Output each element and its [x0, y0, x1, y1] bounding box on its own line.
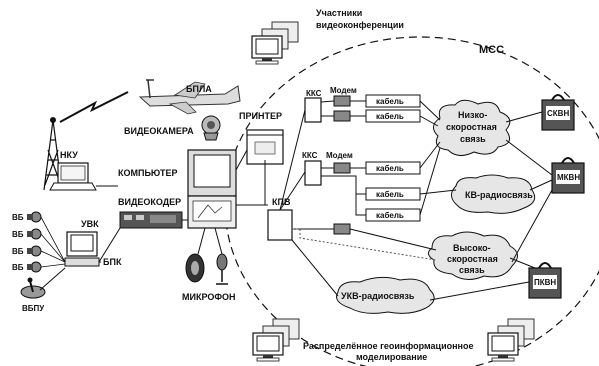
vb-label-4: ВБ	[12, 263, 24, 272]
kpv-device	[267, 209, 293, 241]
bpla-label: БПЛА	[186, 84, 212, 94]
speaker-icon	[185, 253, 205, 283]
high-speed-label-2: скоростная	[447, 254, 498, 264]
kks-label-1: ККС	[306, 89, 322, 98]
videocamera-label: ВИДЕОКАМЕРА	[124, 126, 194, 136]
node-skvn-label: СКВН	[547, 109, 569, 118]
computer-label: КОМПЬЮТЕР	[118, 168, 178, 178]
antenna-tower-icon	[43, 117, 63, 191]
high-speed-label-3: связь	[459, 265, 485, 275]
uvk-label: УВК	[81, 219, 99, 229]
node-pkvn-label: ПКВН	[534, 278, 556, 287]
uvk-monitor-icon	[64, 231, 100, 267]
modem-device-3	[333, 162, 351, 174]
vb-label-2: ВБ	[12, 230, 24, 239]
videocamera-icon	[201, 115, 221, 141]
participant-terminal-bottom-left	[253, 319, 299, 361]
participant-terminal-top	[252, 22, 298, 64]
printer-icon	[246, 129, 284, 165]
high-speed-label-1: Высоко-	[453, 243, 491, 253]
kks-device-2	[304, 160, 322, 186]
modem-device-4	[333, 223, 351, 235]
hf-radio-label: КВ-радиосвязь	[465, 190, 533, 200]
node-skvn	[541, 94, 575, 131]
camera-icon	[26, 228, 42, 240]
low-speed-label-3: связь	[460, 134, 486, 144]
cable-label-4: кабель	[376, 190, 404, 199]
vbpu-label: ВБПУ	[22, 304, 45, 313]
participants-label-line1: Участники	[316, 8, 362, 18]
mss-label: МСС	[479, 44, 504, 56]
kks-device-1	[304, 97, 322, 123]
node-pkvn	[528, 262, 562, 299]
kks-label-2: ККС	[302, 151, 318, 160]
camera-icon	[26, 261, 42, 273]
camera-icon	[26, 245, 42, 257]
participants-label-line2: видеоконференции	[316, 20, 404, 30]
printer-label: ПРИНТЕР	[239, 111, 282, 121]
computer-icon	[187, 149, 237, 229]
participant-terminal-bottom-right	[488, 319, 534, 361]
low-speed-label-2: скоростная	[446, 122, 497, 132]
node-mkvn-label: МКВН	[557, 173, 580, 182]
low-speed-label-1: Низко-	[458, 110, 487, 120]
vb-label-1: ВБ	[12, 213, 24, 222]
vb-label-3: ВБ	[12, 247, 24, 256]
modem-device-2	[333, 110, 351, 122]
modem-label-2: Модем	[326, 151, 353, 160]
cable-label-5: кабель	[376, 211, 404, 220]
kpv-label: КПВ	[272, 197, 291, 207]
nku-label: НКУ	[60, 150, 78, 160]
distributed-label-2: моделирование	[356, 352, 427, 362]
videocoder-icon	[119, 211, 183, 229]
node-mkvn	[551, 157, 585, 194]
cable-label-3: кабель	[376, 164, 404, 173]
cable-label-2: кабель	[376, 112, 404, 121]
radio-link-icon	[59, 91, 129, 123]
joystick-icon	[20, 277, 46, 299]
bpk-label: БПК	[103, 257, 122, 267]
distributed-label-1: Распределённое геоинформационное	[303, 341, 474, 351]
hf-radio-cloud	[451, 174, 536, 214]
uav-icon	[138, 79, 241, 115]
cable-boxes: кабель кабель кабель кабель кабель	[365, 94, 421, 222]
nku-laptop-icon	[49, 162, 97, 191]
vhf-radio-label: УКВ-радиосвязь	[341, 291, 415, 301]
vb-cameras: ВБ ВБ ВБ ВБ	[12, 211, 66, 273]
camera-icon	[26, 211, 42, 223]
cable-label-1: кабель	[376, 97, 404, 106]
modem-device-1	[333, 95, 351, 107]
videocoder-label: ВИДЕОКОДЕР	[118, 197, 181, 207]
microphone-label: МИКРОФОН	[182, 292, 236, 302]
modem-label-1: Модем	[330, 86, 357, 95]
microphone-icon	[216, 253, 228, 285]
high-speed-cloud	[428, 231, 518, 280]
